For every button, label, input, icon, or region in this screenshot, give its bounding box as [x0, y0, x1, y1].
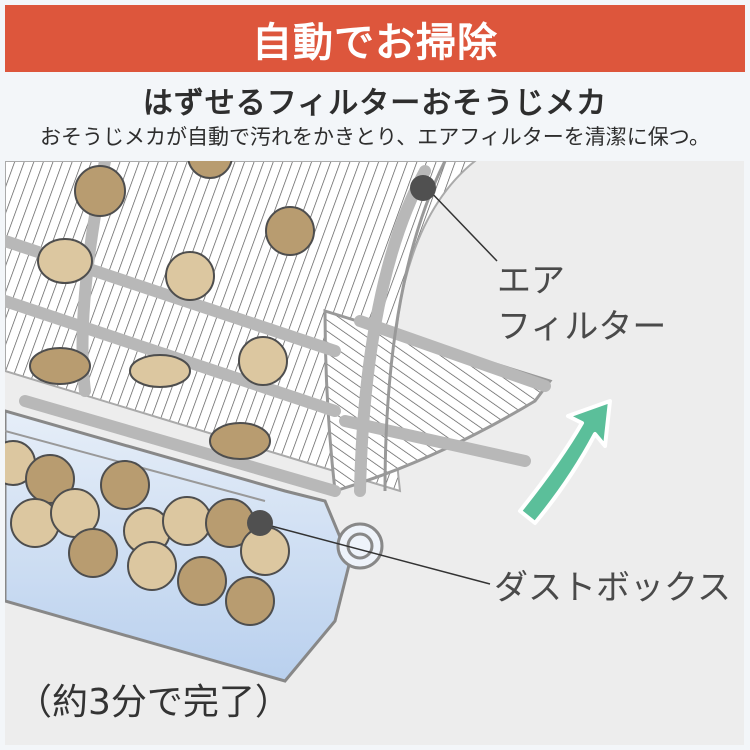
air-filter-lip	[323, 308, 553, 493]
filter-illustration	[5, 161, 612, 683]
callout-marker-icon	[410, 175, 436, 201]
duration-note: （約3分で完了）	[16, 682, 291, 723]
dust-box-label: ダストボックス	[494, 568, 731, 608]
illustration-panel	[5, 161, 744, 745]
banner-title: 自動でお掃除	[252, 19, 498, 66]
feature-subtitle: はずせるフィルターおそうじメカ	[142, 86, 608, 121]
air-filter-label-line2: フィルター	[497, 307, 667, 347]
header-banner: 自動でお掃除	[5, 5, 745, 72]
air-filter-label: エア フィルター	[497, 258, 666, 350]
air-filter-label-line1: エア	[497, 261, 565, 301]
upward-arrow-icon	[518, 399, 612, 525]
feature-description: おそうじメカが自動で汚れをかきとり、エアフィルターを清潔に保つ。	[40, 125, 710, 149]
callout-marker-icon	[247, 510, 273, 536]
